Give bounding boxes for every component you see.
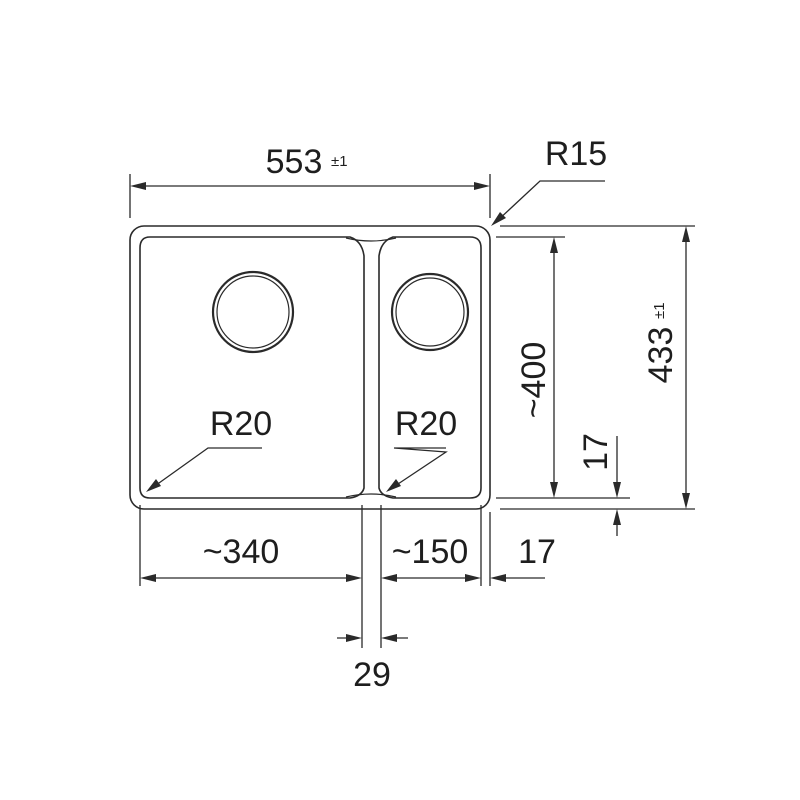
dim-small-bowl-radius: R20 (386, 405, 457, 492)
dim-corner-radius: R15 (491, 135, 607, 226)
corner-radius-label: R15 (545, 135, 607, 173)
dim-divider-width: 29 (337, 634, 408, 694)
small-bowl-outline (378, 236, 482, 499)
dim-large-bowl-radius: R20 (146, 405, 272, 492)
dim-large-bowl-width: ~340 (140, 533, 362, 582)
overall-height-tolerance: ±1 (651, 302, 668, 319)
small-bowl-radius-label: R20 (395, 405, 457, 443)
overall-width-tolerance: ±1 (331, 153, 348, 170)
divider-top (345, 237, 397, 242)
dim-small-bowl-width: ~150 (381, 533, 481, 582)
small-bowl-drain-outer (390, 272, 470, 352)
arrowhead (682, 493, 690, 509)
overall-height-label: 433 (642, 327, 680, 384)
overall-width-label: 553 (266, 143, 323, 181)
large-bowl-width-label: ~340 (203, 533, 280, 571)
bottom-rim-label: 17 (577, 433, 615, 471)
arrowhead (682, 226, 690, 242)
arrowhead (613, 482, 621, 498)
arrowhead (490, 574, 506, 582)
inner-height-label: ~400 (515, 342, 553, 419)
divider-bottom (345, 493, 397, 498)
arrowhead (140, 574, 156, 582)
right-rim-label: 17 (518, 533, 556, 571)
arrowhead (346, 574, 362, 582)
arrowhead (386, 479, 401, 492)
arrowhead (146, 479, 161, 492)
divider-width-label: 29 (353, 656, 391, 694)
arrowhead (613, 509, 621, 525)
arrowhead (381, 574, 397, 582)
arrowhead (381, 634, 397, 642)
arrowhead (474, 182, 490, 190)
large-bowl-radius-label: R20 (210, 405, 272, 443)
arrowhead (346, 634, 362, 642)
arrowhead (550, 482, 558, 498)
dim-inner-height: ~400 (496, 236, 630, 499)
sink-outline (129, 225, 491, 510)
arrowhead (550, 237, 558, 253)
sink-outer-rim (129, 225, 491, 510)
large-bowl-drain-inner (216, 275, 290, 349)
small-bowl-drain-inner (395, 277, 465, 347)
dim-right-rim: 17 (490, 533, 556, 582)
large-bowl-outline (139, 236, 365, 499)
bottom-extension-lines (139, 505, 491, 648)
small-bowl-width-label: ~150 (392, 533, 469, 571)
large-bowl-drain-outer (211, 270, 295, 354)
dim-overall-width: 553 ±1 (129, 143, 491, 218)
arrowhead (130, 182, 146, 190)
dim-bottom-rim: 17 (577, 433, 621, 536)
arrowhead (491, 212, 506, 226)
dim-overall-height: 433 ±1 (500, 225, 695, 510)
arrowhead (465, 574, 481, 582)
